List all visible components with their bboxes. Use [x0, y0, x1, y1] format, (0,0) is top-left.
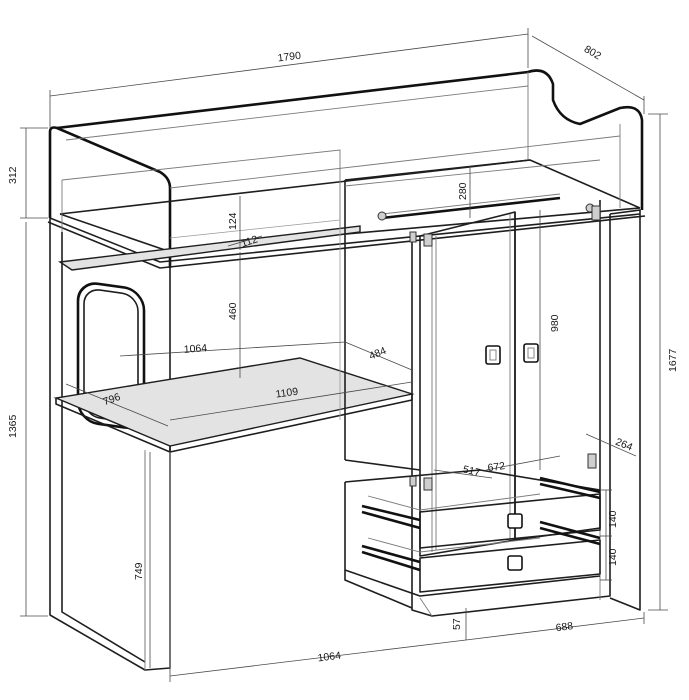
dim-label-112: 112 — [240, 233, 260, 250]
dim-label-1365: 1365 — [7, 414, 19, 438]
upper-shelf — [58, 149, 361, 271]
door-handle-right — [523, 343, 539, 363]
drawer-lower — [419, 539, 601, 593]
drawer-upper — [419, 493, 601, 549]
dim-label-140-upper: 140 — [607, 510, 619, 528]
dim-label-1677: 1677 — [667, 348, 679, 372]
dim-label-1109: 1109 — [275, 386, 299, 401]
dim-label-140-lower: 140 — [607, 548, 619, 566]
dim-label-124: 124 — [227, 212, 239, 230]
dim-label-749: 749 — [133, 562, 145, 580]
bed-frame — [47, 69, 646, 269]
dim-label-484: 484 — [367, 345, 388, 363]
drawer-lower-handle — [507, 555, 523, 571]
dim-label-802: 802 — [582, 43, 603, 62]
dim-label-980: 980 — [549, 314, 561, 332]
dimension-lines — [20, 28, 668, 682]
dim-label-1064-bottom: 1064 — [317, 650, 342, 665]
dim-label-460: 460 — [227, 302, 239, 320]
door-handle-left — [485, 345, 501, 365]
dim-label-1790: 1790 — [277, 50, 302, 65]
dimension-labels: 1790 802 312 1365 1677 749 1064 688 57 1… — [7, 43, 679, 664]
side-window — [76, 282, 146, 429]
drawer-upper-handle — [507, 513, 523, 529]
dim-label-280: 280 — [457, 182, 469, 200]
dim-label-517: 517 — [462, 463, 482, 479]
dim-label-688: 688 — [555, 620, 574, 634]
dim-label-796: 796 — [102, 391, 123, 408]
dim-label-312: 312 — [7, 166, 19, 184]
dim-label-672: 672 — [487, 460, 506, 474]
dim-label-264: 264 — [614, 436, 635, 454]
dim-label-1064-middle: 1064 — [183, 342, 207, 356]
drawers — [344, 469, 601, 617]
dim-label-57: 57 — [451, 618, 463, 630]
